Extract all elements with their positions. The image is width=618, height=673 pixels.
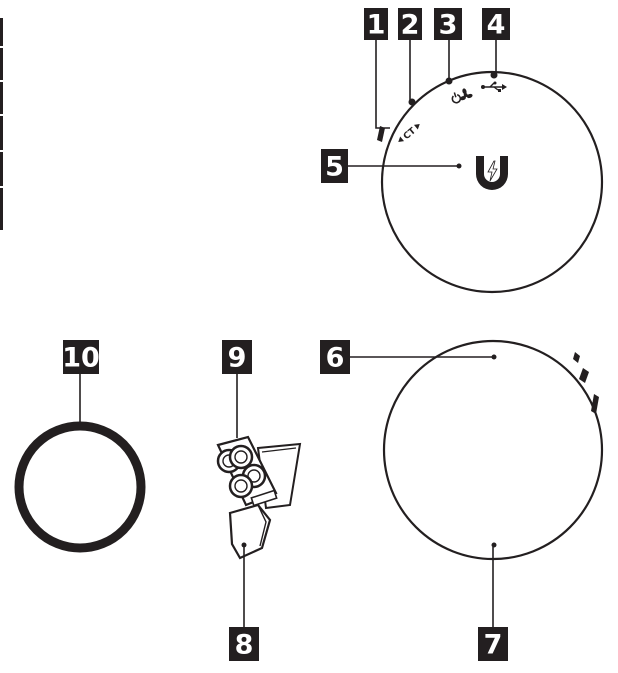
- callout-9-label: 9: [228, 343, 247, 374]
- point-7: [491, 542, 497, 548]
- back-side-button-c: [573, 352, 580, 363]
- ring-body: [14, 421, 146, 553]
- phone-clip: [216, 372, 302, 627]
- callout-4: 4: [482, 8, 510, 41]
- ct-right-arrow-icon: [413, 124, 420, 130]
- center-point-5: [456, 163, 462, 169]
- callout-10-label: 10: [62, 343, 100, 374]
- magnet-4: [228, 473, 254, 499]
- clip-hinge: [250, 489, 278, 507]
- side-button-2: [408, 98, 416, 106]
- device-body-back: [382, 339, 604, 561]
- callout-5: 5: [321, 149, 348, 183]
- callout-2-label: 2: [401, 10, 420, 41]
- callout-6-label: 6: [326, 343, 345, 374]
- callout-4-label: 4: [487, 10, 506, 41]
- callout-7: 7: [478, 627, 508, 661]
- callout-9: 9: [222, 340, 252, 374]
- ct-left-arrow-icon: [398, 136, 405, 142]
- callout-8-label: 8: [235, 630, 254, 661]
- power-and-fan-icon: [451, 88, 473, 104]
- callout-8: 8: [229, 627, 259, 661]
- callout-5-label: 5: [325, 152, 344, 183]
- side-button-1: [377, 126, 385, 142]
- back-side-button-a: [579, 368, 589, 383]
- usb-port: [490, 71, 498, 79]
- callout-3: 3: [434, 8, 462, 41]
- magnet-2: [228, 444, 254, 470]
- callout-3-label: 3: [439, 10, 458, 41]
- device-back-view: [350, 339, 604, 627]
- side-button-3: [445, 77, 453, 85]
- callout-10: 10: [62, 340, 100, 374]
- callout-1-label: 1: [367, 10, 386, 41]
- magnetic-u-icon: [476, 156, 508, 190]
- usb-icon: [481, 81, 507, 92]
- callout-7-label: 7: [484, 630, 503, 661]
- point-6: [491, 354, 497, 360]
- page-edge-marks: [0, 18, 3, 230]
- magnetic-ring: [14, 372, 146, 553]
- leader-1: [375, 40, 390, 129]
- callout-1: 1: [364, 8, 388, 41]
- device-front-view: CT: [377, 70, 604, 294]
- callout-6: 6: [320, 340, 350, 374]
- callout-2: 2: [398, 8, 422, 41]
- point-8: [241, 542, 247, 548]
- back-side-button-b: [591, 394, 599, 414]
- leader-lines-top: [348, 40, 497, 167]
